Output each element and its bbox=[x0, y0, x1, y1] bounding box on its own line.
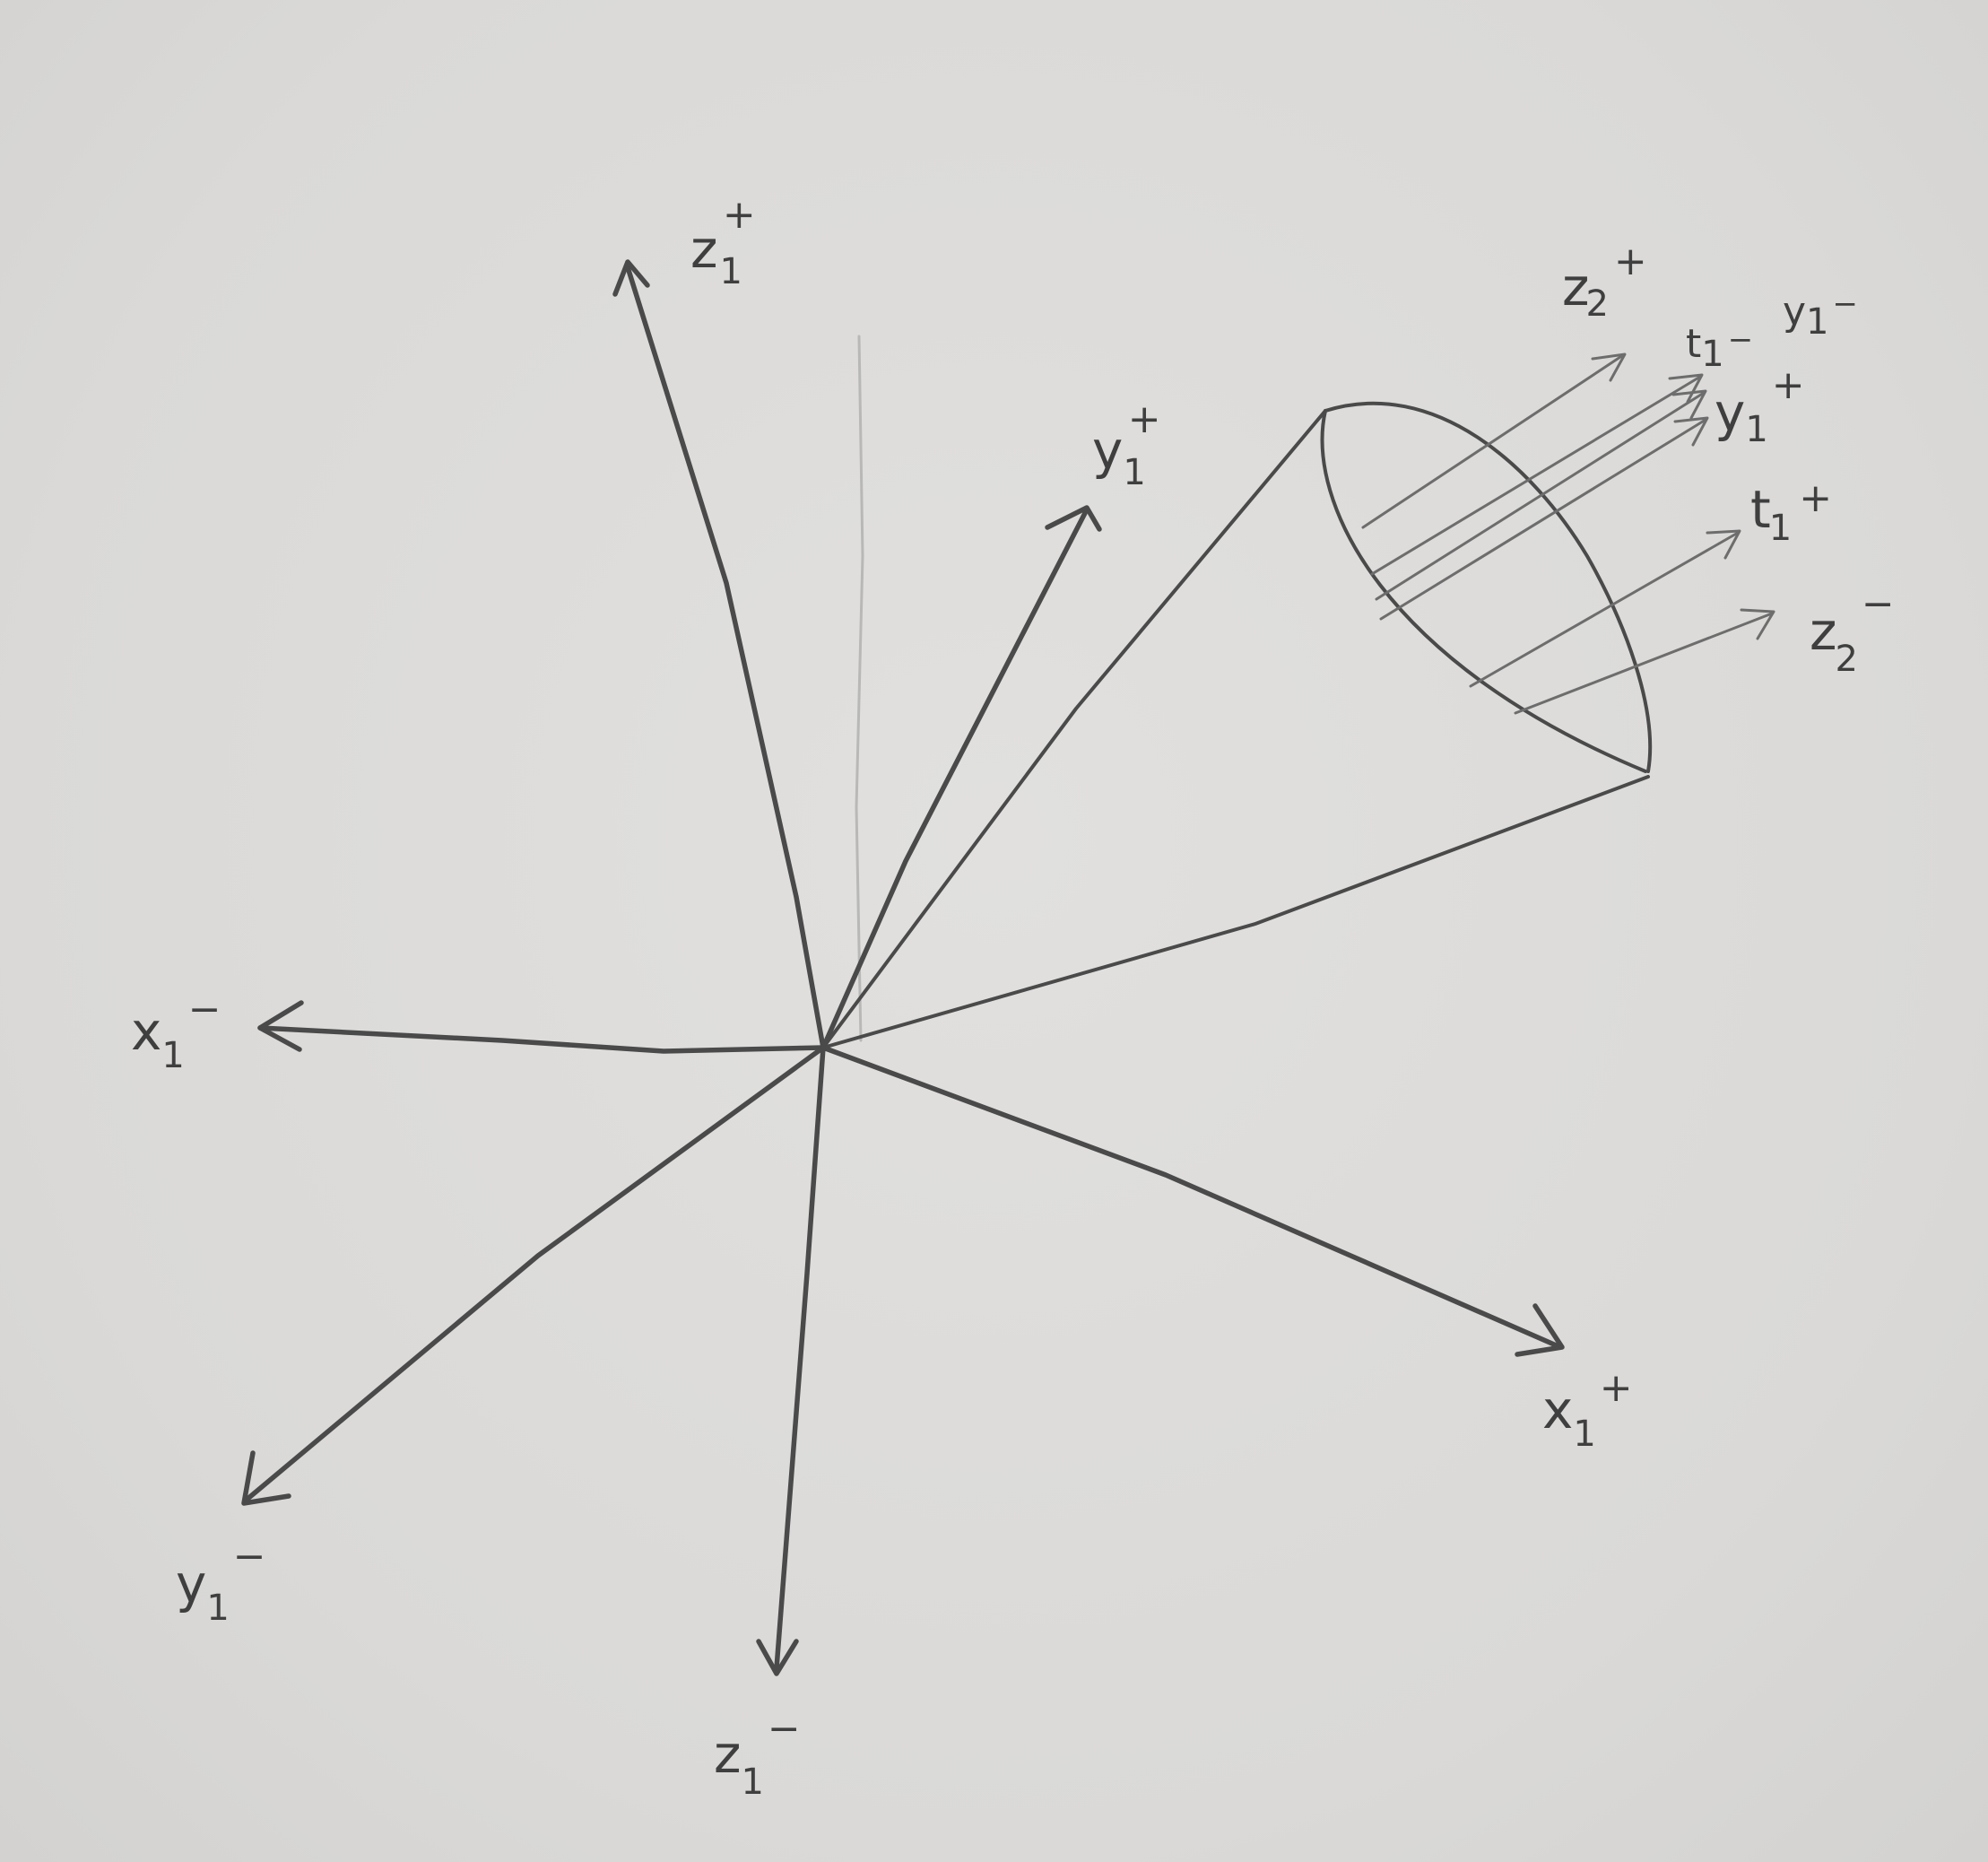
label-y1-plus: y1+ bbox=[1092, 396, 1161, 493]
cone-rim-front bbox=[1320, 409, 1647, 773]
arrowhead bbox=[1673, 416, 1709, 447]
label-cone-t1-minus: t1− bbox=[1686, 321, 1753, 375]
flux-line-z2-minus bbox=[1514, 608, 1775, 715]
arrowhead bbox=[756, 1639, 799, 1676]
faint-guide-line bbox=[855, 335, 864, 1042]
label-y1-minus: y1− bbox=[176, 1534, 266, 1629]
label-z2-plus: z2+ bbox=[1562, 239, 1647, 325]
axis-z1-minus bbox=[756, 1045, 826, 1676]
label-x1-minus: x1− bbox=[131, 987, 221, 1076]
arrowhead bbox=[1671, 389, 1707, 420]
flux-line-t1-minus bbox=[1370, 373, 1704, 576]
label-cone-y1-plus: y1+ bbox=[1715, 362, 1805, 450]
arrowhead bbox=[612, 259, 650, 297]
flux-line-t1-plus bbox=[1469, 529, 1741, 688]
label-z1-minus: z1− bbox=[714, 1706, 801, 1803]
axis-z1-plus bbox=[612, 259, 826, 1050]
arrowhead bbox=[1591, 352, 1627, 382]
cone-lower-edge bbox=[821, 775, 1650, 1049]
arrowhead bbox=[1706, 529, 1741, 560]
label-cone-y1-minus: y1− bbox=[1783, 286, 1858, 343]
flux-line-y1-plus bbox=[1379, 416, 1709, 621]
label-z1-plus: z1+ bbox=[690, 192, 756, 292]
axis-y1-plus bbox=[820, 505, 1102, 1050]
label-cone-t1-plus: t1+ bbox=[1750, 475, 1832, 549]
axis-x1-plus bbox=[820, 1045, 1565, 1357]
label-x1-plus: x1+ bbox=[1542, 1365, 1633, 1455]
flux-line-z2-plus bbox=[1361, 352, 1627, 529]
arrowhead bbox=[1740, 608, 1775, 640]
cone bbox=[821, 401, 1653, 1049]
cone-upper-edge bbox=[821, 409, 1327, 1049]
arrowhead bbox=[257, 1000, 304, 1052]
axis-x1-minus bbox=[257, 1000, 826, 1054]
label-z2-minus: z2− bbox=[1810, 581, 1895, 680]
arrowhead bbox=[241, 1450, 291, 1506]
arrowhead bbox=[1045, 505, 1102, 532]
arrowhead bbox=[1515, 1303, 1565, 1357]
cone-rim-back bbox=[1324, 401, 1653, 773]
flux-line-y1-minus bbox=[1375, 389, 1707, 601]
axis-y1-minus bbox=[241, 1045, 826, 1506]
